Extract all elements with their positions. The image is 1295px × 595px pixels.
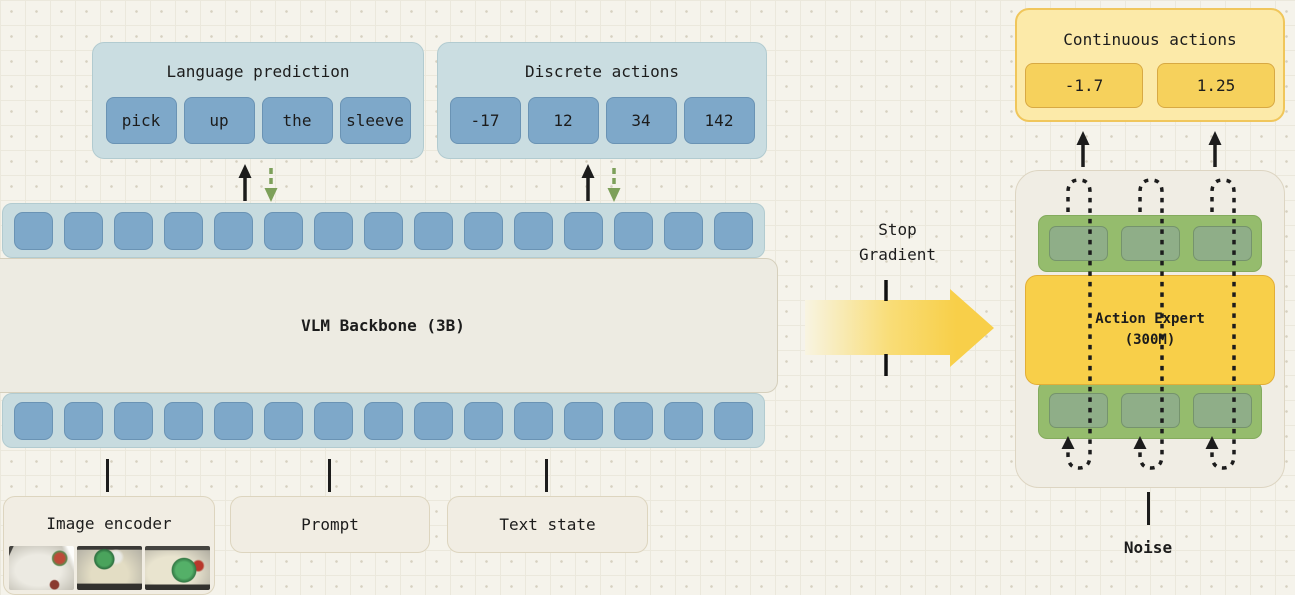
backbone-token [214,401,253,440]
stop-gradient-label: Stop Gradient [858,220,937,264]
backbone-token [414,211,453,250]
discrete-token: -17 [449,97,521,144]
prediction-flow-arrows [238,164,278,202]
vlm-backbone-label: VLM Backbone (3B) [301,316,465,335]
denoising-loop-path [1138,178,1164,470]
up-arrow-icon [238,164,252,201]
backbone-token [464,401,503,440]
token-band-top [2,203,765,258]
backbone-token [514,401,553,440]
expert-token [1049,226,1108,261]
discrete-token-row: -17 12 34 142 [449,97,755,144]
expert-token [1193,392,1252,428]
backbone-token [64,401,103,440]
backbone-token [464,211,503,250]
expert-token [1121,392,1180,428]
image-encoder-box: Image encoder [3,496,215,595]
expert-token [1193,226,1252,261]
discrete-actions-title: Discrete actions [524,62,680,81]
denoising-loop-path [1210,178,1236,470]
backbone-token [614,401,653,440]
dashed-down-arrow-icon [264,168,278,202]
language-token-row: pick up the sleeve [105,97,411,144]
connector-line [106,459,109,492]
expert-token [1121,226,1180,261]
backbone-token [664,401,703,440]
action-expert-label: Action Expert (300M) [1095,311,1205,348]
language-token: pick [105,97,177,144]
language-token: the [261,97,333,144]
backbone-token [214,211,253,250]
camera-image-1 [8,546,74,590]
loop-arrowhead-icon [1061,436,1075,449]
language-prediction-title: Language prediction [166,62,350,81]
output-arrows [1076,131,1222,167]
green-band-bottom [1038,381,1262,439]
connector-line [545,459,548,492]
action-value-token: -1.7 [1025,63,1143,108]
backbone-token [514,211,553,250]
backbone-token [314,401,353,440]
up-arrow-icon [581,164,595,201]
discrete-actions-panel: Discrete actions -17 12 34 142 [437,42,767,159]
prompt-box: Prompt [230,496,430,553]
backbone-token [564,401,603,440]
denoising-loop-path [1066,178,1092,470]
continuous-actions-panel: Continuous actions -1.7 1.25 [1015,8,1285,122]
backbone-token [64,211,103,250]
backbone-token [14,211,53,250]
up-arrow-icon [1208,131,1222,167]
action-value-token: 1.25 [1157,63,1275,108]
discrete-token: 142 [683,97,755,144]
backbone-token [364,401,403,440]
text-state-box: Text state [447,496,648,553]
backbone-token [614,211,653,250]
camera-strip [8,546,210,590]
text-state-label: Text state [499,515,596,534]
prediction-flow-arrows [581,164,621,202]
continuous-actions-title: Continuous actions [1063,30,1237,49]
language-token: up [183,97,255,144]
backbone-token [264,401,303,440]
backbone-token [314,211,353,250]
backbone-token [114,211,153,250]
dashed-down-arrow-icon [607,168,621,202]
green-band-top [1038,215,1262,272]
camera-image-3 [144,546,210,590]
expert-token [1049,392,1108,428]
noise-connector-line [1147,492,1150,525]
backbone-token [714,211,753,250]
backbone-token [714,401,753,440]
language-token: sleeve [339,97,411,144]
stop-gradient-arrow-icon [805,280,994,376]
backbone-token [564,211,603,250]
language-prediction-panel: Language prediction pick up the sleeve [92,42,424,159]
camera-image-2 [76,546,142,590]
image-encoder-label: Image encoder [46,514,172,533]
denoising-loops [1061,178,1236,470]
backbone-token [164,401,203,440]
backbone-token [264,211,303,250]
loop-arrowhead-icon [1133,436,1147,449]
backbone-token [14,401,53,440]
vlm-backbone-box: VLM Backbone (3B) [0,258,778,393]
connector-line [328,459,331,492]
backbone-token [164,211,203,250]
continuous-token-row: -1.7 1.25 [1025,63,1275,108]
prompt-label: Prompt [301,515,359,534]
discrete-token: 12 [527,97,599,144]
discrete-token: 34 [605,97,677,144]
token-band-bottom [2,393,765,448]
noise-label: Noise [1123,538,1173,557]
backbone-token [364,211,403,250]
loop-arrowhead-icon [1205,436,1219,449]
backbone-token [114,401,153,440]
backbone-token [414,401,453,440]
backbone-token [664,211,703,250]
up-arrow-icon [1076,131,1090,167]
